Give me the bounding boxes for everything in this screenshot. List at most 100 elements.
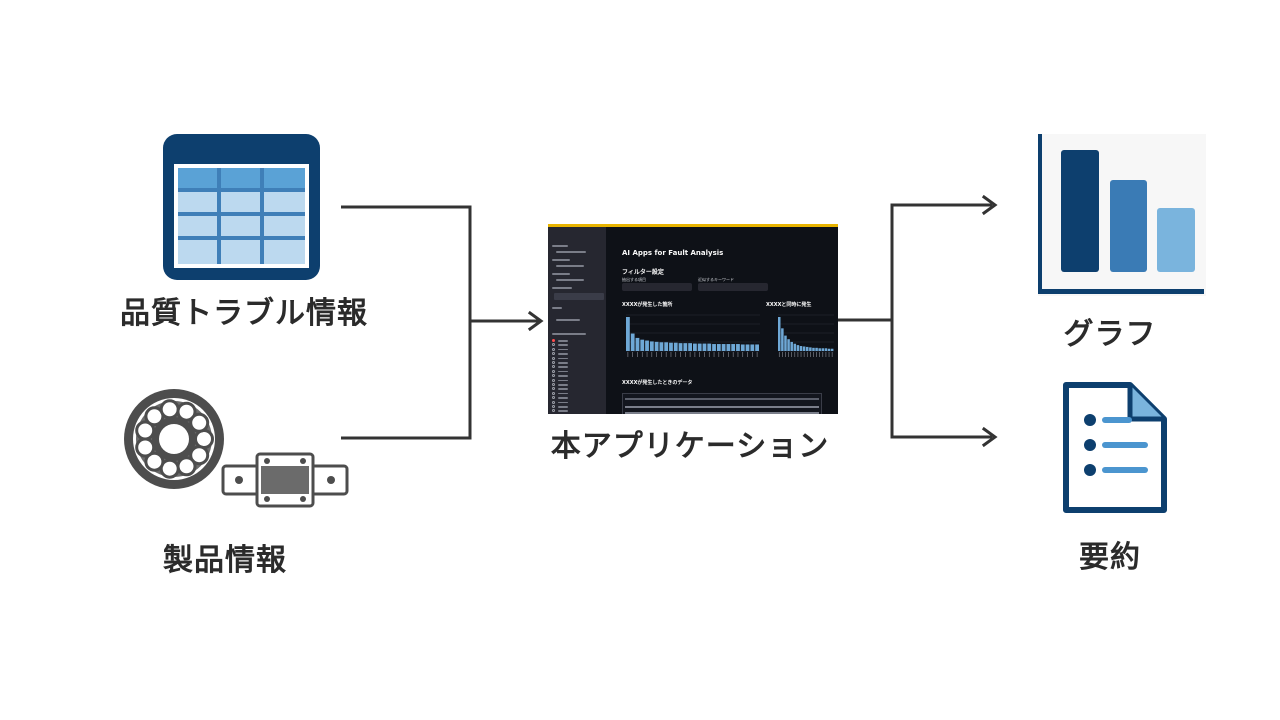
output-label-summary: 要約 — [1079, 540, 1141, 575]
app-chart-bar — [678, 343, 683, 351]
app-chart-bar — [702, 343, 707, 351]
app-chart-bar — [688, 343, 692, 351]
app-chart-bar — [827, 348, 831, 351]
connector-to-graph — [890, 203, 992, 320]
app-chart-bar — [630, 333, 635, 351]
bearing-ball — [189, 445, 210, 466]
app-title: AI Apps for Fault Analysis — [622, 249, 724, 257]
app-chart-bar — [809, 347, 812, 351]
center-label-application: 本アプリケーション — [550, 429, 830, 464]
app-sidebar-checkbox — [552, 369, 555, 373]
bearing-ball — [135, 420, 156, 441]
connector-from-trouble-info — [341, 205, 472, 321]
app-sidebar-checkbox — [552, 383, 555, 386]
app-chart-bar — [815, 347, 818, 351]
arrowhead-summary — [981, 426, 998, 448]
app-sidebar-checkbox — [552, 352, 555, 356]
app-chart-bar — [799, 346, 803, 351]
app-chart-bar — [745, 344, 750, 351]
linear-guide-icon — [221, 452, 349, 508]
arrowhead-app — [527, 310, 544, 332]
app-sidebar-checkbox — [552, 391, 555, 395]
app-chart-bar — [806, 346, 809, 351]
app-sidebar-checkbox — [552, 387, 555, 391]
app-select-2[interactable] — [698, 283, 768, 291]
app-chart-bar — [664, 342, 669, 351]
app-chart-bar — [640, 339, 645, 351]
app-chart-bar — [731, 344, 736, 351]
app-filter-heading: フィルター設定 — [622, 269, 664, 276]
app-sidebar-checkbox — [552, 400, 555, 404]
input-label-product-info: 製品情報 — [163, 543, 287, 578]
app-sidebar-checkbox — [552, 339, 555, 342]
app-chart-bar — [716, 344, 721, 351]
app-chart-bar — [721, 344, 726, 351]
app-chart-bar — [824, 348, 828, 351]
app-sidebar-checkbox — [552, 374, 555, 378]
summary-document-icon — [1062, 381, 1168, 514]
app-table-heading: XXXXが発生したときのデータ — [622, 380, 693, 386]
app-chart-2-title: XXXXと同時に発生 — [766, 302, 812, 308]
bearing-ball — [144, 451, 165, 472]
app-chart-bar — [821, 348, 825, 351]
app-chart-bar — [697, 343, 702, 351]
app-chart-bar — [740, 344, 745, 351]
app-sidebar-checkbox — [552, 378, 555, 382]
app-chart-bar — [787, 339, 790, 351]
app-sidebar-checkbox — [552, 356, 555, 360]
app-data-table — [622, 393, 822, 414]
app-chart-bar — [781, 328, 784, 351]
app-chart-bar — [802, 346, 806, 351]
app-chart-bar — [654, 341, 659, 351]
app-sidebar-checkbox — [552, 365, 555, 369]
connector-to-summary — [890, 320, 992, 439]
spreadsheet-table-icon — [163, 134, 320, 280]
input-label-trouble-info: 品質トラブル情報 — [120, 296, 368, 331]
app-chart-bar — [812, 347, 815, 351]
output-label-graph: グラフ — [1063, 317, 1157, 352]
arrowhead-graph — [981, 194, 998, 216]
app-chart-bar — [659, 342, 664, 351]
app-chart-bar — [778, 317, 781, 351]
bearing-ball — [135, 437, 156, 458]
app-chart-bar — [755, 344, 759, 351]
app-filter-label-1: 抽出する項目 — [622, 277, 646, 282]
app-sidebar-checkbox — [552, 409, 555, 413]
bearing-ball — [176, 456, 197, 477]
app-sidebar-checkbox — [552, 343, 555, 347]
app-sidebar-checkbox — [552, 347, 555, 351]
app-chart-1-title: XXXXが発生した箇所 — [622, 302, 673, 308]
bearing-ball — [189, 412, 210, 433]
app-chart-bar — [736, 344, 740, 351]
app-chart-bar — [712, 344, 716, 351]
app-chart-bar — [683, 343, 688, 351]
app-chart-bar — [793, 343, 797, 351]
app-sidebar-checkbox — [552, 405, 555, 408]
bearing-icon — [123, 388, 225, 490]
app-select-1[interactable] — [622, 283, 692, 291]
app-chart-1 — [626, 314, 760, 357]
app-chart-bar — [673, 342, 678, 351]
app-filter-label-2: 近似するキーワード — [698, 277, 734, 282]
bearing-ball — [159, 399, 180, 420]
app-sidebar-checkbox — [552, 361, 555, 364]
bearing-ball — [194, 429, 214, 449]
app-chart-bar — [784, 335, 787, 351]
app-chart-bar — [818, 348, 821, 351]
bar-chart-icon — [1038, 134, 1206, 296]
app-chart-bar — [750, 344, 755, 351]
app-chart-bar — [645, 340, 649, 351]
bearing-ball — [176, 401, 197, 422]
app-chart-bar — [790, 341, 793, 351]
app-chart-bar — [635, 337, 640, 351]
app-chart-bar — [830, 348, 834, 351]
app-chart-bar — [796, 345, 800, 351]
connector-from-product-info — [341, 321, 472, 440]
app-chart-bar — [707, 343, 712, 351]
app-chart-bar — [626, 317, 630, 351]
app-sidebar — [548, 227, 606, 414]
application-screenshot: AI Apps for Fault Analysis フィルター設定 抽出する項… — [548, 224, 838, 414]
app-sidebar-checkbox — [552, 396, 555, 400]
app-chart-2 — [778, 314, 834, 357]
